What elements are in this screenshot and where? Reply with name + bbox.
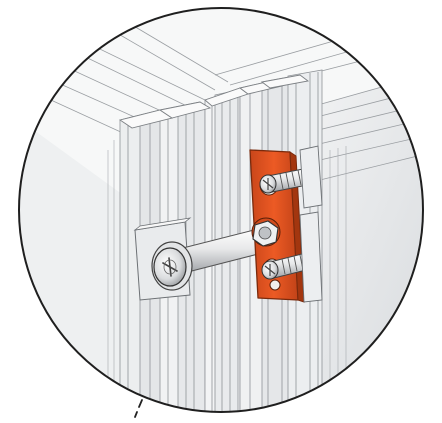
wood-screw-icon bbox=[259, 167, 313, 194]
secondary-bracket bbox=[299, 145, 323, 303]
pan-head-bolt-icon bbox=[151, 227, 267, 291]
leader-dashes bbox=[134, 399, 143, 418]
magnifier-circle-icon bbox=[18, 7, 424, 413]
hex-nut-icon bbox=[252, 220, 279, 247]
mullion-caps bbox=[118, 74, 310, 129]
